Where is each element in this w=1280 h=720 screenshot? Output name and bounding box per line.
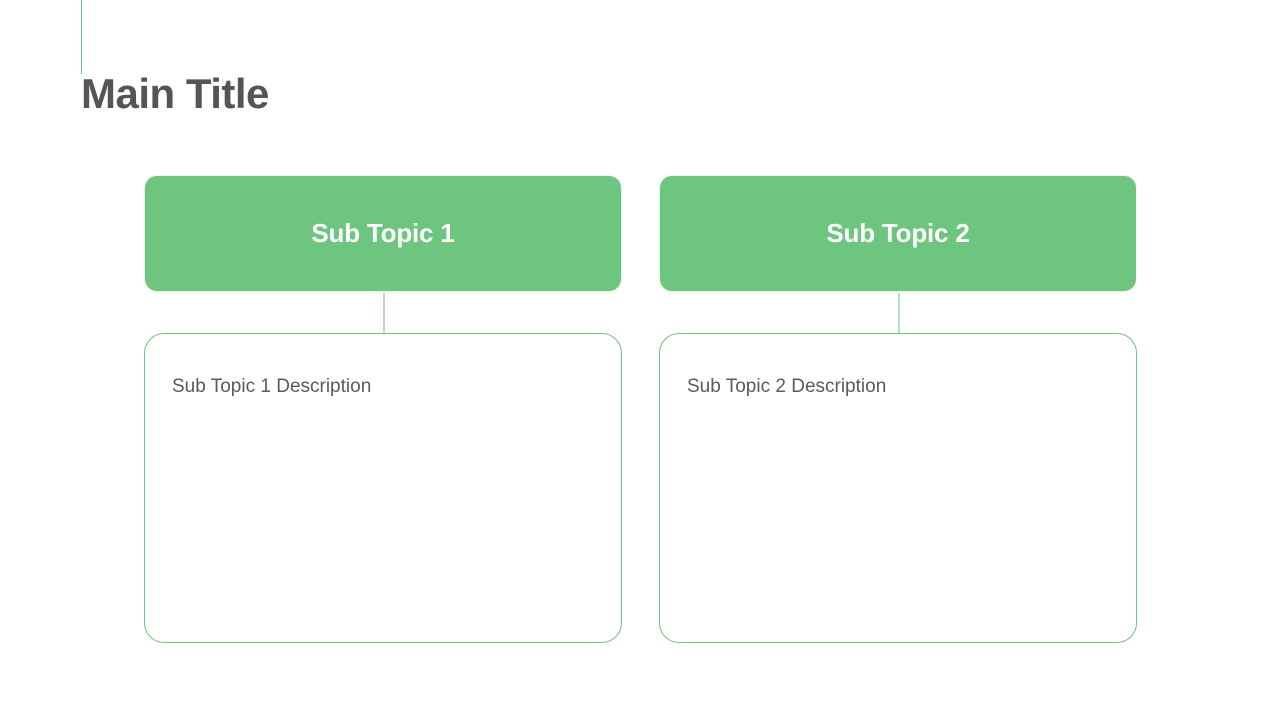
sub-topic-2-title: Sub Topic 2 xyxy=(826,218,970,248)
sub-topic-1-description: Sub Topic 1 Description xyxy=(172,376,372,397)
sub-topic-2-connector xyxy=(898,293,900,333)
sub-topic-2-description: Sub Topic 2 Description xyxy=(687,376,887,397)
sub-topic-1-title: Sub Topic 1 xyxy=(311,218,455,248)
sub-topic-1-body: Sub Topic 1 Description xyxy=(144,333,622,643)
sub-topic-1-connector xyxy=(383,293,385,333)
sub-topic-2-header: Sub Topic 2 xyxy=(660,176,1136,291)
title-accent-line xyxy=(81,0,82,74)
main-title: Main Title xyxy=(81,70,269,117)
sub-topic-2-body: Sub Topic 2 Description xyxy=(659,333,1137,643)
sub-topic-1-header: Sub Topic 1 xyxy=(145,176,621,291)
